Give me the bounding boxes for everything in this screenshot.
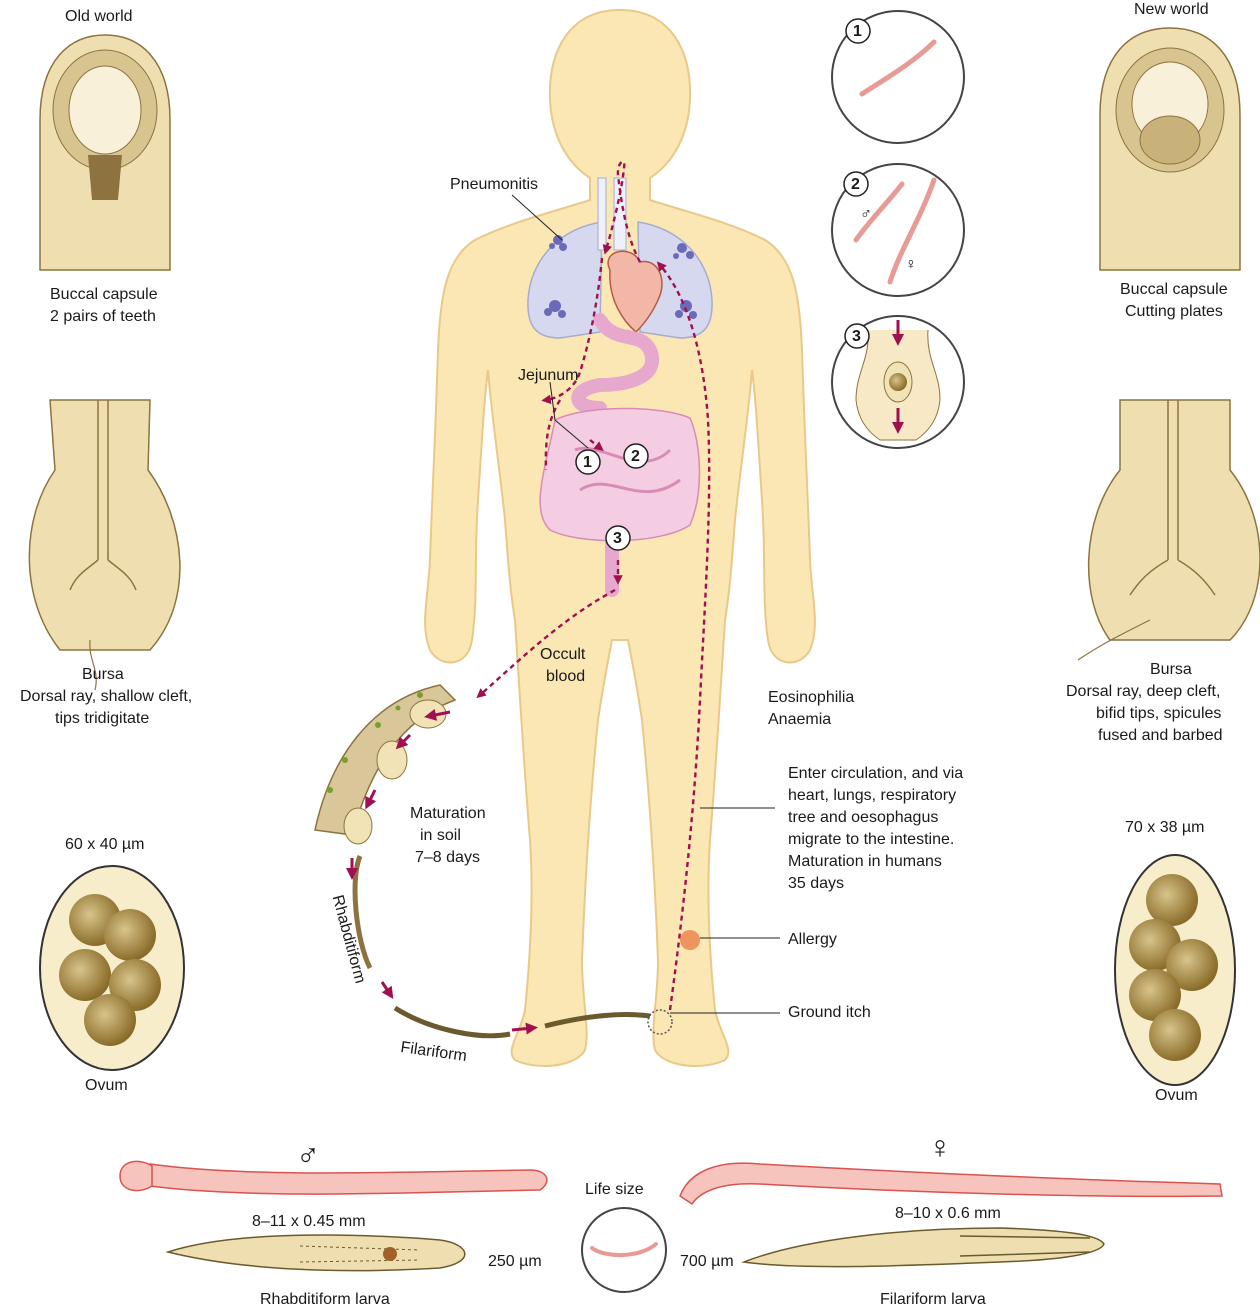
old-world-bursa-detail-1: Dorsal ray, shallow cleft, bbox=[20, 687, 192, 706]
filariform-caption: Filariform larva bbox=[880, 1290, 986, 1309]
old-world-ovum-size: 60 x 40 µm bbox=[65, 835, 144, 854]
maturation-label-1: Maturation bbox=[410, 804, 486, 823]
new-world-buccal-caption: Buccal capsule bbox=[1120, 280, 1228, 299]
rhabditiform-length-label: 250 µm bbox=[488, 1252, 542, 1271]
marker-1-body: 1 bbox=[583, 453, 592, 472]
male-symbol: ♂ bbox=[296, 1138, 320, 1172]
circulation-label-3: tree and oesophagus bbox=[788, 808, 938, 827]
life-size-circle bbox=[582, 1208, 666, 1292]
occult-blood-label-1: Occult bbox=[540, 645, 585, 664]
new-world-bursa-detail-1: Dorsal ray, deep cleft, bbox=[1066, 682, 1220, 701]
old-world-buccal-caption: Buccal capsule bbox=[50, 285, 158, 304]
old-world-bursa-caption: Bursa bbox=[82, 665, 124, 684]
rhabditiform-larva bbox=[168, 1235, 465, 1271]
male-adult-worm bbox=[120, 1161, 547, 1194]
maturation-label-3: 7–8 days bbox=[415, 848, 480, 867]
new-world-bursa-caption: Bursa bbox=[1150, 660, 1192, 679]
filariform-larva bbox=[744, 1228, 1104, 1267]
new-world-ovum-caption: Ovum bbox=[1155, 1086, 1198, 1105]
female-size-label: 8–10 x 0.6 mm bbox=[895, 1204, 1001, 1223]
filariform-length-label: 700 µm bbox=[680, 1252, 734, 1271]
circulation-label-1: Enter circulation, and via bbox=[788, 764, 963, 783]
maturation-label-2: in soil bbox=[420, 826, 461, 845]
circulation-label-4: migrate to the intestine. bbox=[788, 830, 954, 849]
marker-3-body: 3 bbox=[613, 529, 622, 548]
marker-1-inset: 1 bbox=[853, 22, 862, 41]
new-world-bursa-detail-2: bifid tips, spicules bbox=[1096, 704, 1221, 723]
soil-maturation-strip bbox=[315, 685, 700, 1036]
new-world-bursa bbox=[1078, 400, 1260, 660]
circulation-label-5: Maturation in humans bbox=[788, 852, 942, 871]
old-world-ovum-caption: Ovum bbox=[85, 1076, 128, 1095]
female-symbol-inset: ♀ bbox=[905, 255, 917, 274]
new-world-buccal-capsule bbox=[1100, 28, 1240, 270]
old-world-buccal-detail: 2 pairs of teeth bbox=[50, 307, 156, 326]
female-adult-worm bbox=[680, 1163, 1222, 1204]
marker-2-inset: 2 bbox=[851, 175, 860, 194]
male-symbol-inset: ♂ bbox=[860, 205, 872, 224]
male-size-label: 8–11 x 0.45 mm bbox=[252, 1212, 366, 1231]
pneumonitis-label: Pneumonitis bbox=[450, 175, 538, 194]
marker-2-body: 2 bbox=[631, 447, 640, 466]
anaemia-label: Anaemia bbox=[768, 710, 831, 729]
life-size-label: Life size bbox=[585, 1180, 644, 1199]
allergy-label: Allergy bbox=[788, 930, 837, 949]
circulation-label-2: heart, lungs, respiratory bbox=[788, 786, 956, 805]
old-world-bursa-detail-2: tips tridigitate bbox=[55, 709, 149, 728]
new-world-ovum bbox=[1115, 855, 1235, 1085]
new-world-heading: New world bbox=[1134, 0, 1209, 19]
eosinophilia-label: Eosinophilia bbox=[768, 688, 854, 707]
ground-itch-label: Ground itch bbox=[788, 1003, 871, 1022]
marker-3-inset: 3 bbox=[852, 327, 861, 346]
old-world-buccal-capsule bbox=[40, 35, 170, 270]
female-symbol: ♀ bbox=[928, 1130, 952, 1164]
circulation-label-6: 35 days bbox=[788, 874, 844, 893]
jejunum-label: Jejunum bbox=[518, 366, 578, 385]
inset-adult-worm bbox=[832, 11, 964, 143]
old-world-heading: Old world bbox=[65, 7, 133, 26]
old-world-ovum bbox=[40, 866, 184, 1070]
new-world-ovum-size: 70 x 38 µm bbox=[1125, 818, 1204, 837]
new-world-bursa-detail-3: fused and barbed bbox=[1098, 726, 1223, 745]
occult-blood-label-2: blood bbox=[546, 667, 585, 686]
new-world-buccal-detail: Cutting plates bbox=[1125, 302, 1223, 321]
rhabditiform-caption: Rhabditiform larva bbox=[260, 1290, 390, 1309]
old-world-bursa bbox=[29, 400, 180, 690]
